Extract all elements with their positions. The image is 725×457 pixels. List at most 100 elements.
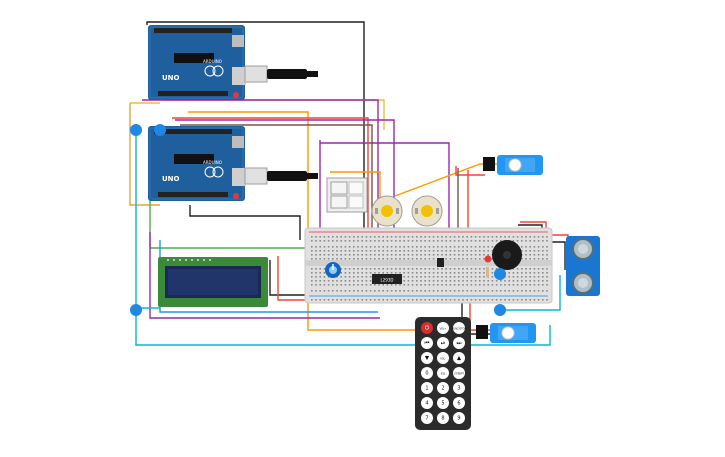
- power-icon: ⏻: [425, 325, 430, 332]
- breadboard-hole: [458, 268, 460, 270]
- potentiometer[interactable]: [325, 262, 341, 278]
- remote-key[interactable]: [453, 412, 465, 424]
- breadboard-hole: [537, 290, 540, 292]
- breadboard-hole: [512, 280, 515, 282]
- breadboard-hole: [332, 236, 334, 238]
- breadboard-hole: [403, 254, 405, 256]
- breadboard-hole: [546, 299, 548, 301]
- breadboard-hole: [491, 272, 494, 274]
- piezo-buzzer[interactable]: [492, 240, 522, 270]
- play-pause-icon: ⏯: [441, 341, 445, 347]
- remote-key[interactable]: [437, 382, 449, 394]
- remote-key[interactable]: [421, 412, 433, 424]
- breadboard-hole: [516, 272, 519, 274]
- breadboard-hole: [537, 299, 540, 301]
- remote-key[interactable]: [421, 337, 433, 349]
- breadboard-hole: [374, 254, 376, 256]
- breadboard-hole: [542, 268, 544, 270]
- breadboard-hole: [458, 236, 460, 238]
- breadboard-hole: [420, 299, 422, 301]
- breadboard-hole: [369, 254, 372, 256]
- remote-key[interactable]: [453, 397, 465, 409]
- breadboard-hole: [378, 290, 380, 292]
- breadboard-hole: [533, 272, 536, 274]
- remote-key[interactable]: [453, 352, 465, 364]
- remote-key-label: 8: [441, 416, 444, 422]
- remote-key[interactable]: [437, 412, 449, 424]
- arduino-bottom[interactable]: UNO ARDUINO: [148, 126, 246, 201]
- breadboard-hole: [474, 258, 477, 260]
- breadboard-hole: [537, 240, 540, 242]
- breadboard-hole: [504, 299, 506, 301]
- breadboard-hole: [319, 236, 321, 238]
- breadboard-hole: [311, 246, 313, 248]
- remote-key[interactable]: [453, 382, 465, 394]
- usb-cable-top: [244, 65, 318, 83]
- breadboard-hole: [315, 254, 317, 256]
- breadboard-holes: [311, 236, 548, 301]
- breadboard-hole: [361, 268, 363, 270]
- remote-key[interactable]: [437, 322, 449, 334]
- breadboard-hole: [311, 284, 313, 286]
- breadboard-hole: [500, 240, 502, 242]
- breadboard-hole: [357, 258, 359, 260]
- breadboard-hole: [411, 246, 414, 248]
- breadboard-hole: [504, 280, 506, 282]
- breadboard-hole: [378, 258, 380, 260]
- breadboard-hole: [525, 290, 527, 292]
- remote-key[interactable]: [421, 322, 433, 334]
- servo-top[interactable]: [483, 155, 543, 175]
- breadboard-hole: [512, 240, 515, 242]
- breadboard-hole: [500, 236, 502, 238]
- breadboard-hole: [420, 272, 422, 274]
- breadboard-hole: [508, 299, 510, 301]
- remote-key[interactable]: [453, 322, 465, 334]
- breadboard-hole: [533, 254, 536, 256]
- remote-key[interactable]: [421, 397, 433, 409]
- remote-key[interactable]: [437, 352, 449, 364]
- breadboard-hole: [500, 280, 502, 282]
- breadboard-hole: [441, 280, 443, 282]
- remote-key[interactable]: [421, 367, 433, 379]
- remote-key[interactable]: [421, 352, 433, 364]
- breadboard-hole: [369, 276, 372, 278]
- relay-module[interactable]: [326, 177, 368, 213]
- breadboard-hole: [491, 276, 494, 278]
- breadboard-hole: [323, 250, 326, 252]
- lcd-display[interactable]: [158, 257, 268, 307]
- remote-key[interactable]: [453, 367, 465, 379]
- breadboard-hole: [487, 236, 489, 238]
- breadboard-hole: [340, 240, 342, 242]
- motor-driver-ic[interactable]: L293D: [372, 274, 402, 284]
- breadboard-hole: [395, 246, 397, 248]
- breadboard-hole: [474, 284, 477, 286]
- remote-key[interactable]: [437, 337, 449, 349]
- breadboard-hole: [483, 272, 485, 274]
- remote-key[interactable]: [437, 367, 449, 379]
- ultrasonic-sensor[interactable]: [566, 236, 600, 296]
- breadboard-hole: [542, 290, 544, 292]
- breadboard-hole: [348, 254, 351, 256]
- breadboard-hole: [386, 299, 389, 301]
- breadboard-hole: [399, 290, 401, 292]
- breadboard-hole: [332, 240, 334, 242]
- breadboard-hole: [399, 236, 401, 238]
- breadboard-hole: [374, 236, 376, 238]
- breadboard-hole: [315, 268, 317, 270]
- dc-motor-2[interactable]: [411, 195, 443, 227]
- dc-motor-1[interactable]: [371, 195, 403, 227]
- breadboard-hole: [445, 246, 447, 248]
- remote-key[interactable]: [421, 382, 433, 394]
- servo-bottom[interactable]: [476, 323, 536, 343]
- breadboard-hole: [470, 276, 473, 278]
- breadboard-hole: [445, 236, 447, 238]
- breadboard-hole: [395, 236, 397, 238]
- breadboard-hole: [445, 272, 447, 274]
- remote-key[interactable]: [437, 397, 449, 409]
- breadboard-hole: [474, 299, 477, 301]
- breadboard-hole: [311, 272, 313, 274]
- remote-key[interactable]: [453, 337, 465, 349]
- arduino-top[interactable]: UNO ARDUINO: [148, 25, 246, 100]
